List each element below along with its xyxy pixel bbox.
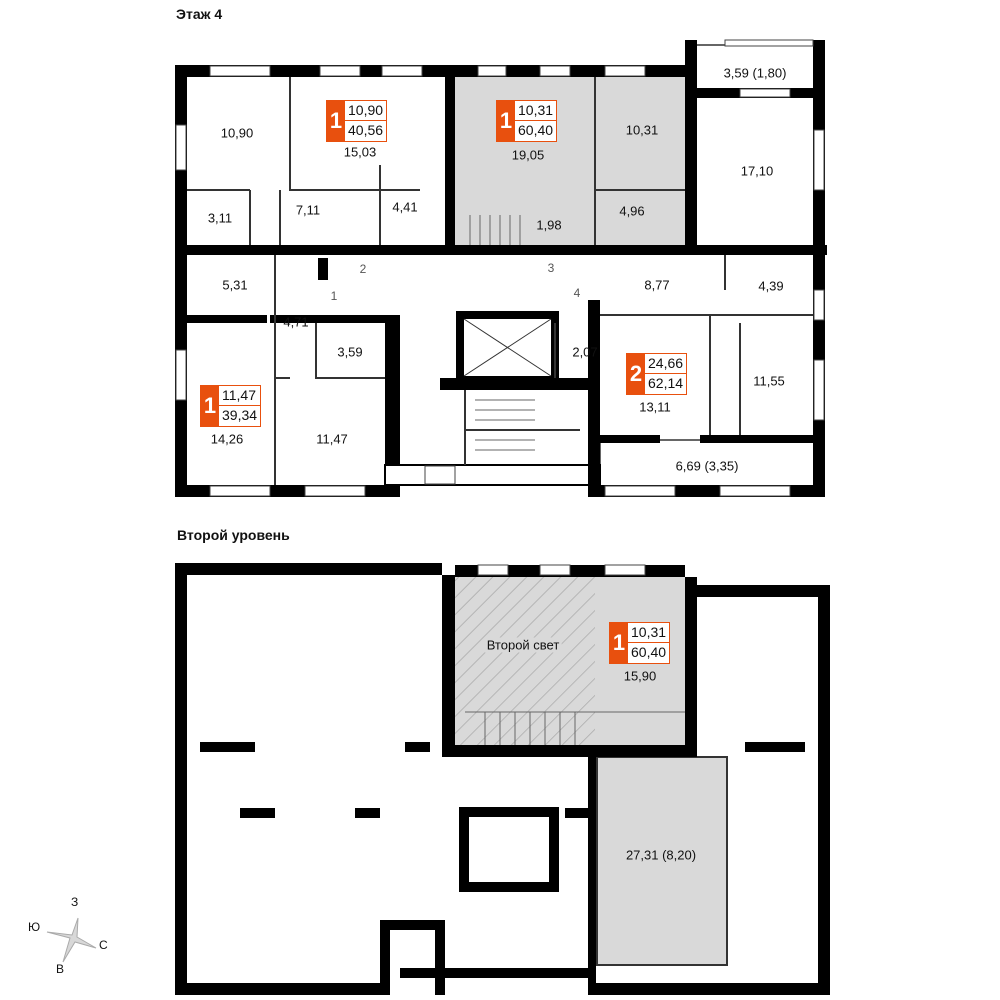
compass-east: С [99, 938, 108, 952]
badge-total-area: 40,56 [348, 122, 384, 138]
room-area: 15,03 [343, 144, 377, 160]
compass-south: В [56, 962, 65, 976]
room-area: 3,59 [337, 344, 363, 360]
level2-plan [175, 563, 830, 995]
room-area: 17,10 [740, 163, 774, 179]
room-area: 3,59 (1,80) [723, 65, 787, 81]
room-area: 5,31 [222, 277, 248, 293]
second-light-label: Второй свет [484, 637, 562, 653]
room-area: 10,31 [625, 122, 659, 138]
room-area: 2,07 [572, 344, 598, 360]
door-number: 4 [573, 286, 581, 300]
room-area: 11,55 [753, 373, 785, 389]
room-area: 27,31 (8,20) [625, 847, 697, 863]
badge-living-area: 10,31 [628, 623, 670, 643]
room-area: 3,11 [207, 210, 233, 226]
floor4-title: Этаж 4 [176, 6, 223, 22]
badge-living-area: 10,31 [515, 101, 557, 121]
room-area: 10,90 [220, 125, 254, 141]
room-area: 7,11 [295, 202, 321, 218]
room-area: 4,41 [392, 199, 418, 215]
room-area: 11,47 [316, 431, 348, 447]
door-number: 3 [547, 261, 555, 275]
badge-rooms: 2 [627, 354, 645, 394]
badge-total-area: 60,40 [631, 644, 667, 660]
badge-rooms: 1 [327, 101, 345, 141]
badge-rooms: 1 [610, 623, 628, 663]
room-area: 4,96 [619, 203, 645, 219]
door-number: 1 [330, 289, 338, 303]
badge-total-area: 62,14 [648, 375, 684, 391]
badge-living-area: 24,66 [645, 354, 687, 374]
room-area: 19,05 [511, 147, 545, 163]
badge-total-area: 60,40 [518, 122, 554, 138]
compass-north: З [71, 895, 79, 909]
door-number: 2 [359, 262, 367, 276]
room-area: 4,39 [758, 278, 784, 294]
room-area: 14,26 [210, 431, 244, 447]
compass-icon [46, 917, 97, 963]
badge-living-area: 10,90 [345, 101, 387, 121]
badge-rooms: 1 [201, 386, 219, 426]
badge-living-area: 11,47 [219, 386, 261, 406]
badge-rooms: 1 [497, 101, 515, 141]
compass-west: Ю [28, 920, 41, 934]
room-area: 8,77 [644, 277, 670, 293]
room-area: 4,71 [283, 314, 309, 330]
floor4-plan [175, 39, 827, 497]
room-area: 15,90 [623, 668, 657, 684]
room-area: 1,98 [536, 217, 562, 233]
room-area: 6,69 (3,35) [675, 458, 739, 474]
badge-total-area: 39,34 [222, 407, 258, 423]
room-area: 13,11 [639, 399, 671, 415]
level2-title: Второй уровень [177, 527, 290, 543]
